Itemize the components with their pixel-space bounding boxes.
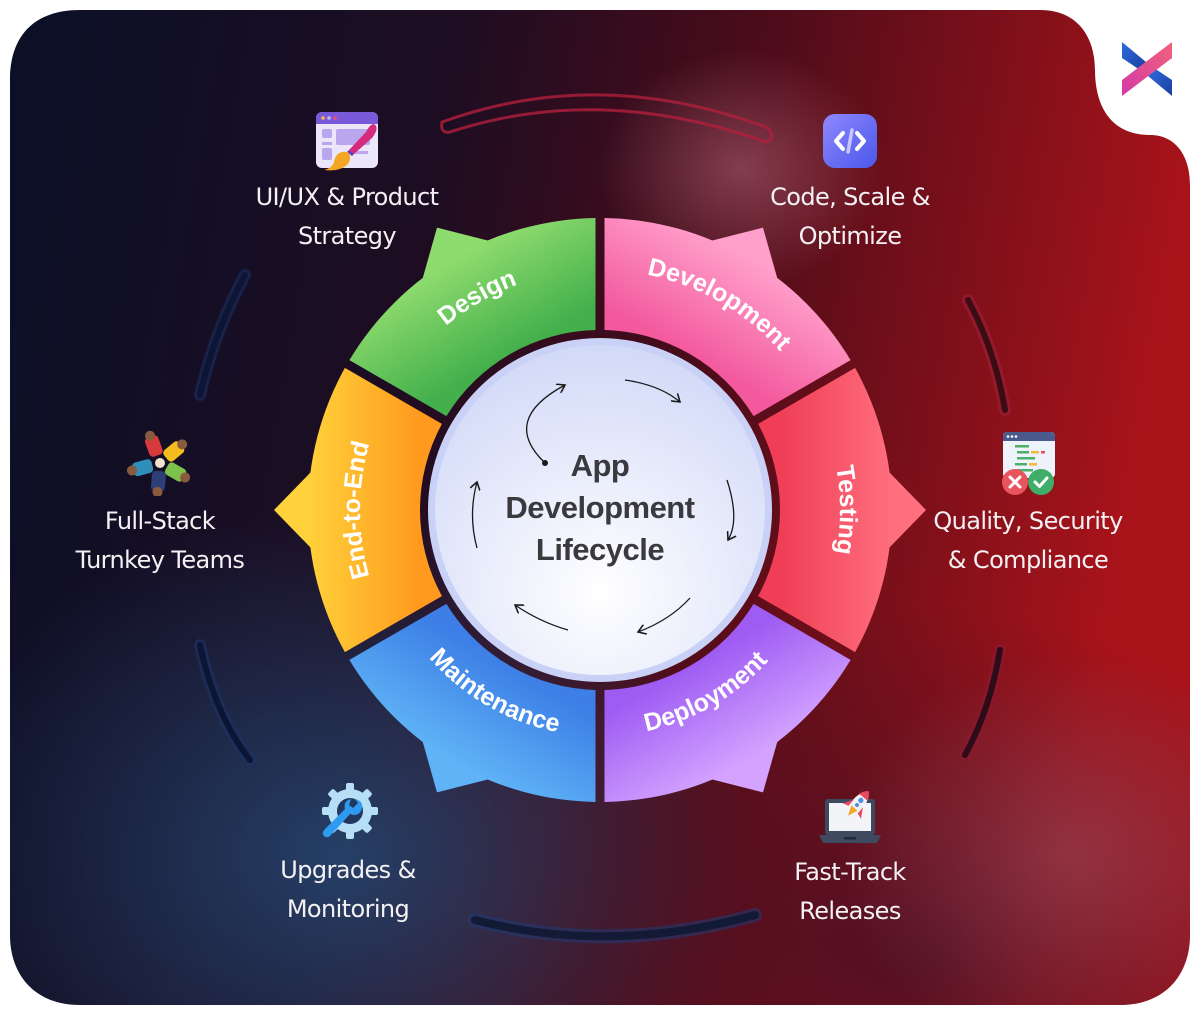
outer-item-teams-line-2: Turnkey Teams — [75, 546, 245, 574]
orbit-decorations — [194, 93, 1011, 944]
segment-design: Design — [349, 218, 596, 417]
cycle-arrow-icon — [726, 479, 734, 540]
outer-item-releases: Fast-Track Releases — [730, 785, 970, 931]
center-title-line-2: Development — [505, 490, 695, 525]
cycle-arrow-icon — [624, 379, 680, 402]
cycle-arrow-icon — [515, 605, 569, 631]
design-brush-icon — [316, 112, 378, 171]
center-title-line-1: App — [570, 448, 630, 483]
cycle-arrow-icon — [473, 482, 478, 549]
code-icon — [823, 114, 877, 168]
team-hands-icon — [127, 430, 191, 496]
outer-item-code: Code, Scale & Optimize — [730, 110, 970, 256]
outer-item-upgrades-line-1: Upgrades & — [280, 856, 416, 884]
code-review-check-icon — [1002, 432, 1055, 495]
outer-item-upgrades: Upgrades & Monitoring — [228, 783, 468, 929]
gear-wrench-icon — [322, 783, 378, 839]
outer-item-upgrades-line-2: Monitoring — [286, 895, 410, 923]
outer-item-code-line-1: Code, Scale & — [770, 183, 930, 211]
outer-item-quality-line-1: Quality, Security — [933, 507, 1123, 535]
center-hub — [428, 338, 772, 682]
outer-item-quality: Quality, Security & Compliance — [908, 430, 1148, 580]
outer-item-code-line-2: Optimize — [798, 222, 902, 250]
outer-item-releases-line-1: Fast-Track — [794, 858, 906, 886]
rocket-laptop-icon — [819, 791, 881, 843]
outer-item-teams-line-1: Full-Stack — [104, 507, 216, 535]
segment-pointer-testing — [882, 465, 926, 555]
segment-development: Development — [604, 218, 851, 417]
outer-item-teams: Full-Stack Turnkey Teams — [40, 430, 280, 580]
brand-logo-icon — [1122, 42, 1172, 96]
center-title-line-3: Lifecycle — [535, 532, 665, 567]
cycle-arrow-icon — [526, 385, 565, 464]
outer-item-ui-ux-line-2: Strategy — [297, 222, 397, 250]
outer-item-ui-ux: UI/UX & Product Strategy — [227, 110, 467, 256]
outer-item-quality-line-2: & Compliance — [947, 546, 1109, 574]
cycle-arrow-icon — [638, 597, 691, 632]
segment-pointer-end-to-end — [274, 465, 318, 555]
segment-end-to-end: End-to-End — [274, 367, 442, 653]
outer-item-ui-ux-line-1: UI/UX & Product — [255, 183, 439, 211]
outer-item-releases-line-2: Releases — [799, 897, 901, 925]
segment-testing: Testing — [758, 367, 926, 653]
center-title: App Development Lifecycle — [430, 445, 770, 571]
